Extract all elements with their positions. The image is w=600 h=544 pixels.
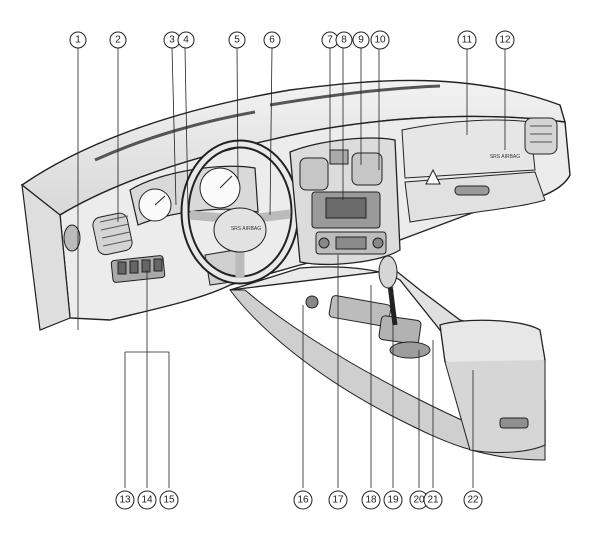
leader-lines — [77, 47, 506, 488]
callout-10: 10 — [370, 30, 390, 50]
passenger-panel-label: SRS AIRBAG — [490, 154, 520, 160]
svg-text:10: 10 — [374, 35, 386, 46]
svg-text:18: 18 — [365, 495, 377, 506]
wheel-hub-label: SRS AIRBAG — [231, 226, 261, 232]
svg-text:14: 14 — [141, 495, 153, 506]
callout-2: 2 — [109, 31, 127, 49]
left-side-panel — [21, 183, 71, 331]
hazard-switch — [329, 149, 349, 165]
svg-text:20: 20 — [413, 495, 425, 506]
callout-1: 1 — [69, 31, 87, 49]
callouts-top: 1 2 3 4 5 6 7 8 9 10 11 12 — [69, 30, 515, 50]
rear-console-slot — [499, 417, 529, 429]
callout-22: 22 — [463, 490, 483, 510]
side-vent-left — [63, 224, 81, 252]
air-vent-left — [92, 212, 133, 256]
svg-text:16: 16 — [297, 495, 309, 506]
lower-switch-panel — [110, 255, 166, 283]
callout-5: 5 — [228, 31, 246, 49]
callout-18: 18 — [361, 490, 381, 510]
passenger-airbag-panel — [401, 119, 536, 179]
callout-12: 12 — [495, 30, 515, 50]
callout-17: 17 — [328, 490, 348, 510]
svg-text:19: 19 — [387, 495, 399, 506]
callout-6: 6 — [263, 31, 281, 49]
callout-21: 21 — [423, 490, 443, 510]
svg-text:11: 11 — [462, 35, 473, 46]
svg-text:9: 9 — [358, 35, 364, 46]
callout-19: 19 — [383, 490, 403, 510]
callout-15: 15 — [159, 490, 179, 510]
center-stack — [289, 137, 401, 266]
warning-triangle-icon — [425, 168, 441, 185]
svg-text:13: 13 — [119, 495, 131, 506]
svg-text:1: 1 — [75, 35, 81, 46]
svg-text:5: 5 — [234, 35, 240, 46]
callout-20: 20 — [409, 490, 429, 510]
callout-9: 9 — [352, 31, 370, 49]
air-vent-right — [524, 117, 558, 155]
defrost-vent-left — [94, 110, 256, 162]
defrost-vent-right — [269, 84, 441, 107]
svg-text:7: 7 — [327, 35, 333, 46]
cup-holder — [389, 341, 431, 359]
callout-4: 4 — [177, 31, 195, 49]
callout-14: 14 — [137, 490, 157, 510]
svg-text:3: 3 — [169, 35, 175, 46]
svg-text:21: 21 — [427, 495, 439, 506]
instrument-cluster — [129, 165, 259, 226]
callouts-bottom: 13 14 15 16 17 18 19 20 21 22 — [115, 490, 483, 510]
center-vent-right — [351, 152, 383, 186]
cigar-lighter — [305, 295, 319, 309]
svg-text:17: 17 — [332, 495, 344, 506]
glove-box-handle — [454, 185, 490, 196]
svg-text:2: 2 — [115, 35, 121, 46]
callout-8: 8 — [335, 31, 353, 49]
svg-text:4: 4 — [183, 35, 189, 46]
gear-shift-lever — [378, 255, 422, 345]
wheel-hub-airbag — [213, 207, 267, 253]
callout-16: 16 — [293, 490, 313, 510]
callout-13: 13 — [115, 490, 135, 510]
svg-text:8: 8 — [341, 35, 347, 46]
svg-text:12: 12 — [499, 35, 511, 46]
center-vent-left — [299, 157, 329, 191]
svg-text:22: 22 — [467, 495, 479, 506]
callout-11: 11 — [457, 30, 477, 50]
svg-text:6: 6 — [269, 35, 275, 46]
svg-text:15: 15 — [163, 495, 175, 506]
